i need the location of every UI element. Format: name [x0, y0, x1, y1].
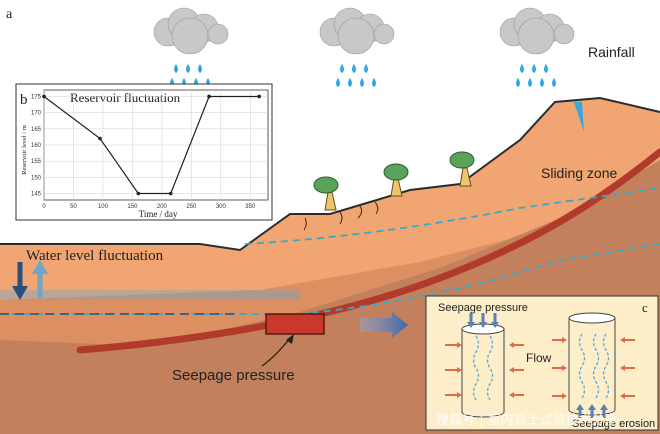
rain-drop — [348, 78, 352, 87]
rain-drop — [364, 64, 368, 73]
inset-flow-paths — [472, 333, 610, 401]
chart-point — [207, 94, 211, 99]
chart-ytick-label: 160 — [31, 143, 42, 149]
sliding-zone-band — [76, 148, 660, 354]
water-table-upper — [244, 187, 660, 245]
cloud-3 — [499, 7, 575, 87]
rain-drop — [336, 78, 340, 87]
rain-drop — [552, 78, 556, 87]
tree-1 — [313, 176, 339, 211]
chart-xtick-label: 250 — [186, 204, 197, 210]
flow-path — [602, 333, 610, 399]
chart-point — [257, 94, 261, 99]
tree-3 — [449, 151, 475, 187]
chart-ytick-label: 145 — [31, 192, 42, 198]
chart-xlabel: Time / day — [139, 209, 178, 219]
watermark: 搜狐号 | 室内岩土试验技术分享 — [436, 412, 618, 428]
seepage-pressure-label: Seepage pressure — [172, 367, 295, 384]
slope-outline — [0, 96, 660, 252]
flow-path — [592, 333, 600, 399]
panel-label-b: b — [20, 92, 28, 108]
rain-drop — [360, 78, 364, 87]
chart-title: Reservoir fluctuation — [70, 90, 181, 105]
panel-label-c: c — [642, 300, 648, 315]
chart-xtick-label: 300 — [216, 204, 227, 210]
chart-ytick-label: 175 — [31, 94, 42, 100]
chart-ytick-label: 150 — [31, 175, 42, 181]
chart-xtick-label: 350 — [245, 204, 256, 210]
seepage-erosion-label: Seepage erosion — [572, 418, 655, 430]
chart-point — [136, 191, 141, 196]
flow-path — [578, 333, 586, 399]
chart-xtick-label: 200 — [157, 204, 168, 210]
chart-xtick-label: 50 — [70, 204, 77, 210]
cylinder-left — [461, 323, 505, 418]
rain-drop — [528, 78, 532, 87]
reservoir-chart: b Reservoir fluctuation Reservoir level … — [15, 83, 273, 221]
rain-drop — [544, 64, 548, 73]
cloud-1 — [153, 7, 229, 87]
chart-ytick-label: 155 — [31, 159, 42, 165]
rain-drop — [198, 64, 202, 73]
flow-path — [472, 335, 480, 401]
panel-label-a: a — [6, 7, 13, 22]
cloud-2 — [319, 7, 395, 87]
chart-xtick-label: 0 — [42, 204, 46, 210]
tension-crack — [574, 102, 584, 132]
inset-seepage-pressure-label: Seepage pressure — [438, 302, 528, 314]
rain-drop — [540, 78, 544, 87]
water-level-label: Water level fluctuation — [26, 248, 164, 264]
chart-xtick-label: 150 — [127, 204, 138, 210]
chart-point — [42, 94, 46, 99]
surface-cracks — [303, 201, 379, 231]
rain-drop — [186, 64, 190, 73]
reservoir-series-line — [43, 95, 260, 195]
rainfall-label: Rainfall — [588, 44, 635, 60]
sliding-zone-label: Sliding zone — [541, 165, 617, 181]
direction-arrow — [360, 312, 408, 338]
chart-ytick-label: 170 — [31, 111, 42, 117]
rain-drop — [520, 64, 524, 73]
chart-ytick-label: 165 — [31, 127, 42, 133]
flow-path — [486, 335, 494, 401]
chart-xtick-label: 100 — [98, 204, 109, 210]
rain-drop — [340, 64, 344, 73]
rain-drop — [352, 64, 356, 73]
chart-point — [98, 136, 102, 141]
water-level-arrows — [12, 260, 48, 300]
tree-2 — [383, 163, 409, 197]
chart-point — [168, 191, 173, 196]
rain-clouds — [153, 7, 575, 87]
inset-pressure-arrows — [445, 313, 635, 418]
water-table-lower — [0, 243, 660, 315]
rain-drop — [532, 64, 536, 73]
rain-drop — [372, 78, 376, 87]
seepage-inset: c Seepage pressure Flow Seepage erosion — [425, 295, 659, 431]
seepage-pressure-block — [265, 313, 325, 335]
chart-ylabel: Reservoir level / m — [21, 125, 28, 175]
flow-label: Flow — [526, 351, 552, 365]
rain-drop — [174, 64, 178, 73]
submerged-toe — [0, 290, 300, 300]
rain-drop — [516, 78, 520, 87]
